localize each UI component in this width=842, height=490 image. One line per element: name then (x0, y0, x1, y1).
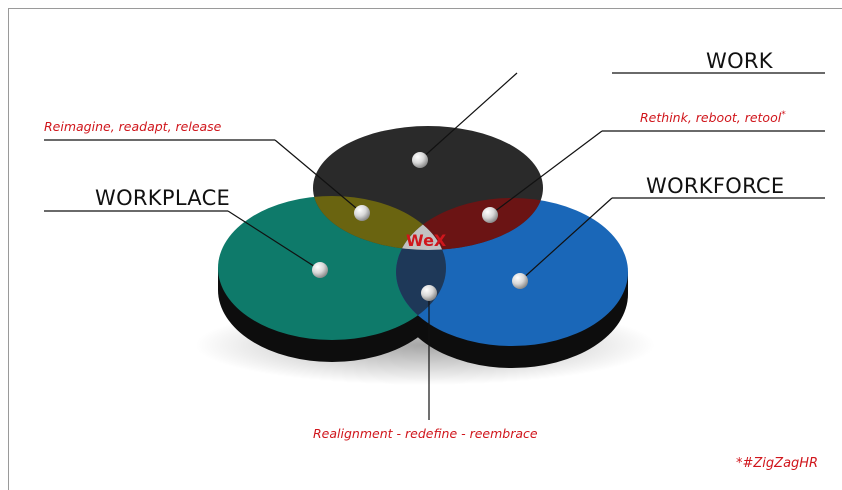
work-marker-sphere (412, 152, 428, 168)
frame-left-border (8, 8, 9, 490)
realignment-label: Realignment - redefine - reembrace (313, 426, 538, 441)
reimagine-leader-line (274, 139, 363, 214)
rethink-label-text: Rethink, reboot, retool (640, 110, 782, 126)
overlap-work-workplace (313, 196, 446, 250)
rethink-label: Rethink, reboot, retool* (640, 110, 786, 125)
reimagine-label: Reimagine, readapt, release (44, 119, 222, 134)
work-leader-line (419, 72, 518, 161)
marker-spheres (312, 152, 528, 301)
workforce-label: WORKFORCE (646, 174, 785, 198)
workplace-leader-line (227, 210, 321, 271)
rethink-label-asterisk: * (781, 110, 786, 120)
rethink-leader-line (489, 130, 603, 216)
workplace-label: WORKPLACE (95, 186, 231, 210)
leader-lines (44, 72, 825, 420)
realignment-marker-sphere (421, 285, 437, 301)
hashtag-label: *#ZigZagHR (736, 456, 819, 471)
workplace-marker-sphere (312, 262, 328, 278)
reimagine-marker-sphere (354, 205, 370, 221)
center-wex-label: WeX (406, 231, 447, 250)
rethink-marker-sphere (482, 207, 498, 223)
work-label: WORK (706, 49, 773, 73)
overlap-work-workforce (396, 198, 543, 250)
workforce-leader-line (519, 197, 613, 282)
workforce-marker-sphere (512, 273, 528, 289)
frame-top-border (8, 8, 842, 9)
